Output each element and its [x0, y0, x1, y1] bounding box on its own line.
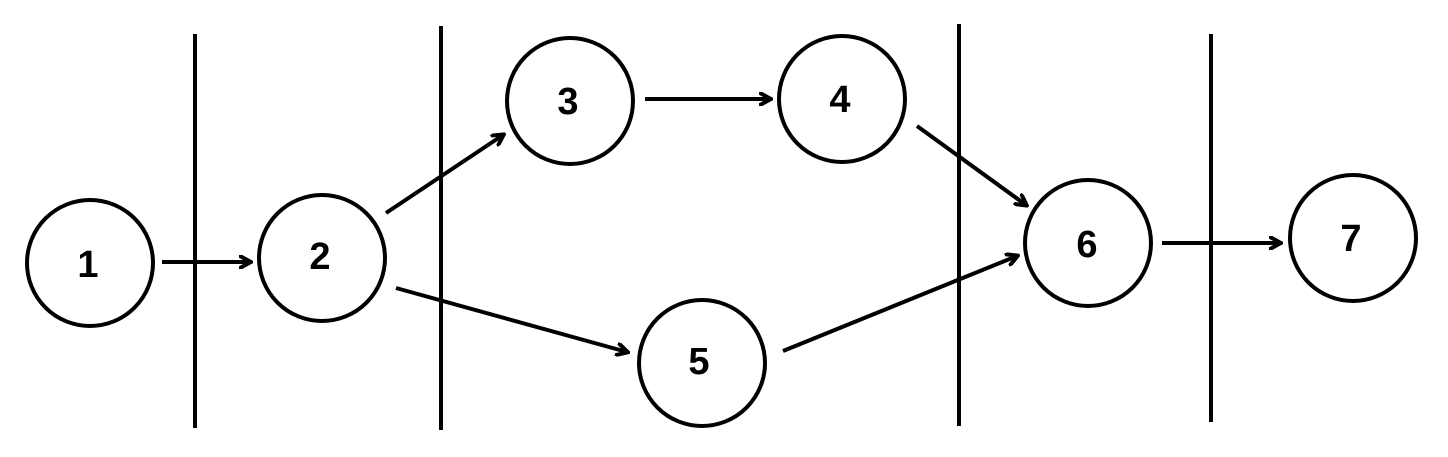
node-4: 4 [777, 34, 907, 164]
node-3: 3 [505, 36, 635, 166]
node-label: 5 [688, 341, 709, 383]
edge-2-5 [395, 286, 627, 352]
node-label: 1 [77, 244, 98, 286]
node-label: 6 [1076, 224, 1097, 266]
node-circle [1023, 178, 1153, 308]
node-label: 7 [1340, 218, 1361, 260]
edges [162, 99, 1280, 352]
node-label: 2 [309, 236, 330, 278]
node-2: 2 [257, 193, 387, 323]
separator-lines [193, 24, 1213, 430]
nodes: 1 2 3 4 5 6 7 [25, 34, 1418, 428]
edge-5-6 [782, 256, 1017, 353]
node-label: 4 [829, 79, 850, 121]
node-7: 7 [1288, 173, 1418, 303]
node-5: 5 [637, 298, 767, 428]
node-circle [777, 34, 907, 164]
node-circle [1288, 173, 1418, 303]
node-circle [257, 193, 387, 323]
node-1: 1 [25, 198, 155, 328]
edge-2-3 [384, 135, 503, 215]
node-circle [637, 298, 767, 428]
node-6: 6 [1023, 178, 1153, 308]
node-label: 3 [557, 81, 578, 123]
edge-4-6 [915, 124, 1026, 205]
node-circle [25, 198, 155, 328]
node-circle [505, 36, 635, 166]
